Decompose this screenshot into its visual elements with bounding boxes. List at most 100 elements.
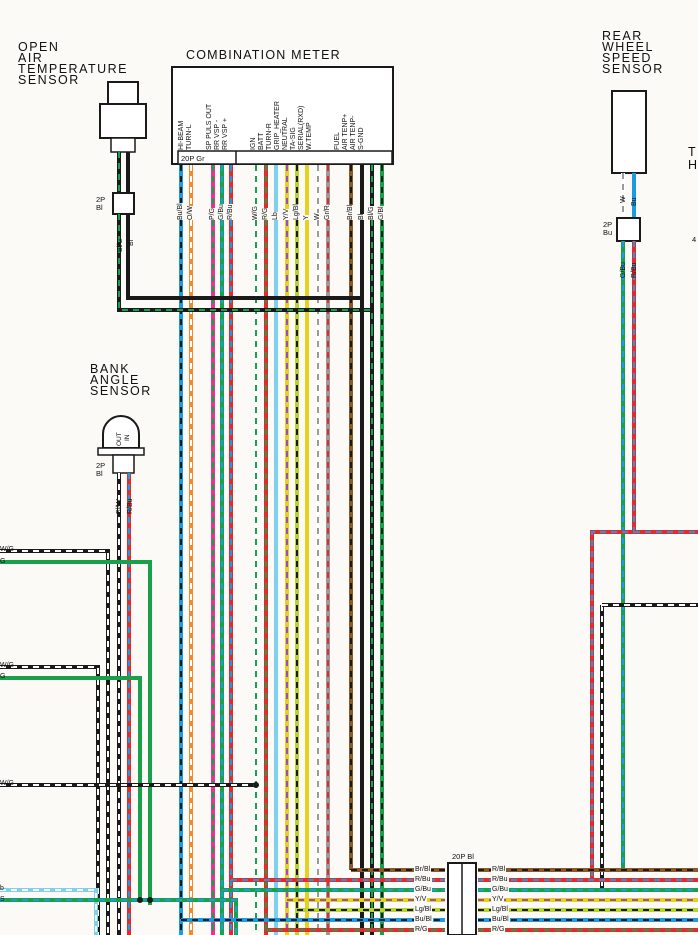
junction-right-label: Bu/Bl bbox=[491, 916, 510, 924]
left-branch bbox=[0, 665, 100, 935]
junction-right-label: Lg/Bl bbox=[491, 906, 509, 914]
junction-left-label: Y/V bbox=[414, 896, 428, 904]
edge-label: b bbox=[0, 885, 4, 892]
left-branch-stripe bbox=[0, 666, 99, 935]
edge-label: H bbox=[688, 158, 698, 172]
meter-pin-label: W.TEMP bbox=[306, 122, 313, 150]
left-branch bbox=[0, 549, 110, 935]
bas-in-label: IN bbox=[124, 434, 131, 442]
meter-wire-label: Br/Bl bbox=[347, 204, 354, 220]
oats-neck bbox=[110, 137, 136, 153]
splice bbox=[147, 897, 153, 903]
rwss-wire-label: G/Bu bbox=[620, 262, 627, 278]
meter-pin-label: RR VSP - bbox=[214, 119, 221, 150]
edge-label: W/G bbox=[0, 780, 14, 787]
bas-connector bbox=[112, 454, 135, 474]
splice bbox=[137, 897, 143, 903]
rwss-wire-label: Bu bbox=[631, 197, 638, 206]
meter-pin-label: NEUTRAL bbox=[282, 117, 289, 150]
edge-label: S bbox=[0, 896, 5, 903]
oats-body bbox=[99, 103, 147, 139]
left-branch bbox=[0, 676, 142, 900]
edge-label: T bbox=[688, 145, 698, 159]
edge-label: G bbox=[0, 558, 6, 565]
bank-angle-sensor-title: BANK ANGLE SENSOR bbox=[90, 362, 152, 398]
meter-pin-label: GRIP_HEATER bbox=[274, 101, 281, 150]
meter-wire-label: O/W bbox=[187, 206, 194, 220]
meter-wire-label: Lg/Bl bbox=[293, 204, 300, 220]
oats-wire-label: Bl bbox=[128, 239, 135, 246]
left-branch bbox=[0, 888, 98, 935]
bas-wire-label: R/Bu bbox=[127, 498, 134, 514]
meter-pin-label: RR VSP + bbox=[222, 118, 229, 150]
junction-right-label: R/Bl bbox=[491, 866, 507, 874]
meter-connector-label: 20P Gr bbox=[181, 154, 205, 163]
meter-wire-label: W/G bbox=[252, 206, 259, 220]
junction-left-label: Lg/Bl bbox=[414, 906, 432, 914]
meter-wire-label: G/Bu bbox=[218, 204, 225, 220]
oats-wire-stripe bbox=[118, 214, 373, 330]
junction-left-label: R/G bbox=[414, 926, 429, 934]
bas-connector-label: 2P Bl bbox=[96, 461, 106, 478]
rwss-body bbox=[611, 90, 647, 174]
oats-connector-label: 2P Bl bbox=[96, 195, 106, 212]
bas-base bbox=[97, 447, 145, 456]
junction-left-label: R/Bu bbox=[414, 876, 432, 884]
meter-pin-label: S-GND bbox=[358, 127, 365, 150]
rwss-wire bbox=[595, 241, 625, 872]
edge-label: W/G bbox=[0, 662, 14, 669]
open-air-temp-sensor-title: OPEN AIR TEMPERATURE SENSOR bbox=[18, 40, 129, 87]
junction-right-label: Y/V bbox=[491, 896, 505, 904]
bas-out-label: OUT bbox=[116, 432, 123, 446]
rwss-connector bbox=[616, 217, 641, 242]
meter-wire-label: Bl bbox=[358, 213, 365, 220]
meter-pin-label: HI-BEAM bbox=[178, 120, 185, 150]
meter-wire-label: W bbox=[314, 213, 321, 220]
rear-wheel-speed-sensor-title: REAR WHEEL SPEED SENSOR bbox=[602, 29, 664, 76]
left-branch-stripe bbox=[0, 550, 109, 935]
meter-pin-label: SP PULS OUT bbox=[206, 103, 213, 150]
edge-label: 4 bbox=[692, 235, 697, 244]
meter-wire-label: Y bbox=[303, 215, 310, 220]
left-branch-stripe bbox=[0, 899, 237, 935]
rwss-wire bbox=[590, 241, 636, 880]
combination-meter-box bbox=[171, 66, 394, 165]
junction-right-label: R/G bbox=[491, 926, 506, 934]
meter-pin-label: SERIAL(RXD) bbox=[298, 105, 305, 150]
left-branch bbox=[0, 560, 152, 905]
meter-wire-label: R/G bbox=[262, 207, 269, 220]
meter-wire-label: P/G bbox=[209, 207, 216, 220]
rwss-wire-stripe bbox=[591, 241, 635, 880]
junction-left-label: Br/Bl bbox=[414, 866, 432, 874]
combination-meter-title: COMBINATION METER bbox=[186, 48, 341, 62]
bas-wire-label: Bl/W bbox=[116, 499, 123, 514]
oats-connector bbox=[112, 192, 135, 215]
left-branch-stripe bbox=[0, 889, 97, 935]
meter-pin-label: IGN bbox=[250, 137, 257, 150]
rwss-wire-label: W bbox=[620, 196, 627, 203]
meter-pin-label: TURN-R bbox=[266, 123, 273, 150]
oats-wire bbox=[117, 214, 374, 330]
rwss-wire-stripe bbox=[595, 241, 624, 871]
meter-pin-label: TA-SIG bbox=[290, 127, 297, 150]
meter-pin-label: AIR TENP- bbox=[350, 115, 357, 151]
meter-pin-label: BATT bbox=[258, 132, 265, 150]
edge-label: G bbox=[0, 673, 6, 680]
edge-label: W/G bbox=[0, 546, 14, 553]
meter-wire-label: Y/V bbox=[283, 208, 290, 220]
meter-wire-label: Bu/Bl bbox=[177, 203, 184, 220]
oats-wire-label: Bl/G bbox=[117, 238, 124, 252]
meter-connector bbox=[177, 150, 393, 165]
junction-connector-label: 20P Bl bbox=[452, 852, 474, 861]
junction-left-label: Bu/Bl bbox=[414, 916, 433, 924]
meter-wire-label: Gr/R bbox=[324, 205, 331, 220]
meter-wire-label: G/Bl bbox=[378, 206, 385, 220]
oats-wire bbox=[126, 214, 364, 330]
meter-pin-label: TURN-L bbox=[186, 124, 193, 150]
splice bbox=[253, 782, 259, 788]
junction-left-label: G/Bu bbox=[414, 886, 432, 894]
rwss-connector-label: 2P Bu bbox=[603, 220, 613, 237]
junction-right-label: R/Bu bbox=[491, 876, 509, 884]
meter-pin-label: AIR TENP+ bbox=[342, 113, 349, 150]
